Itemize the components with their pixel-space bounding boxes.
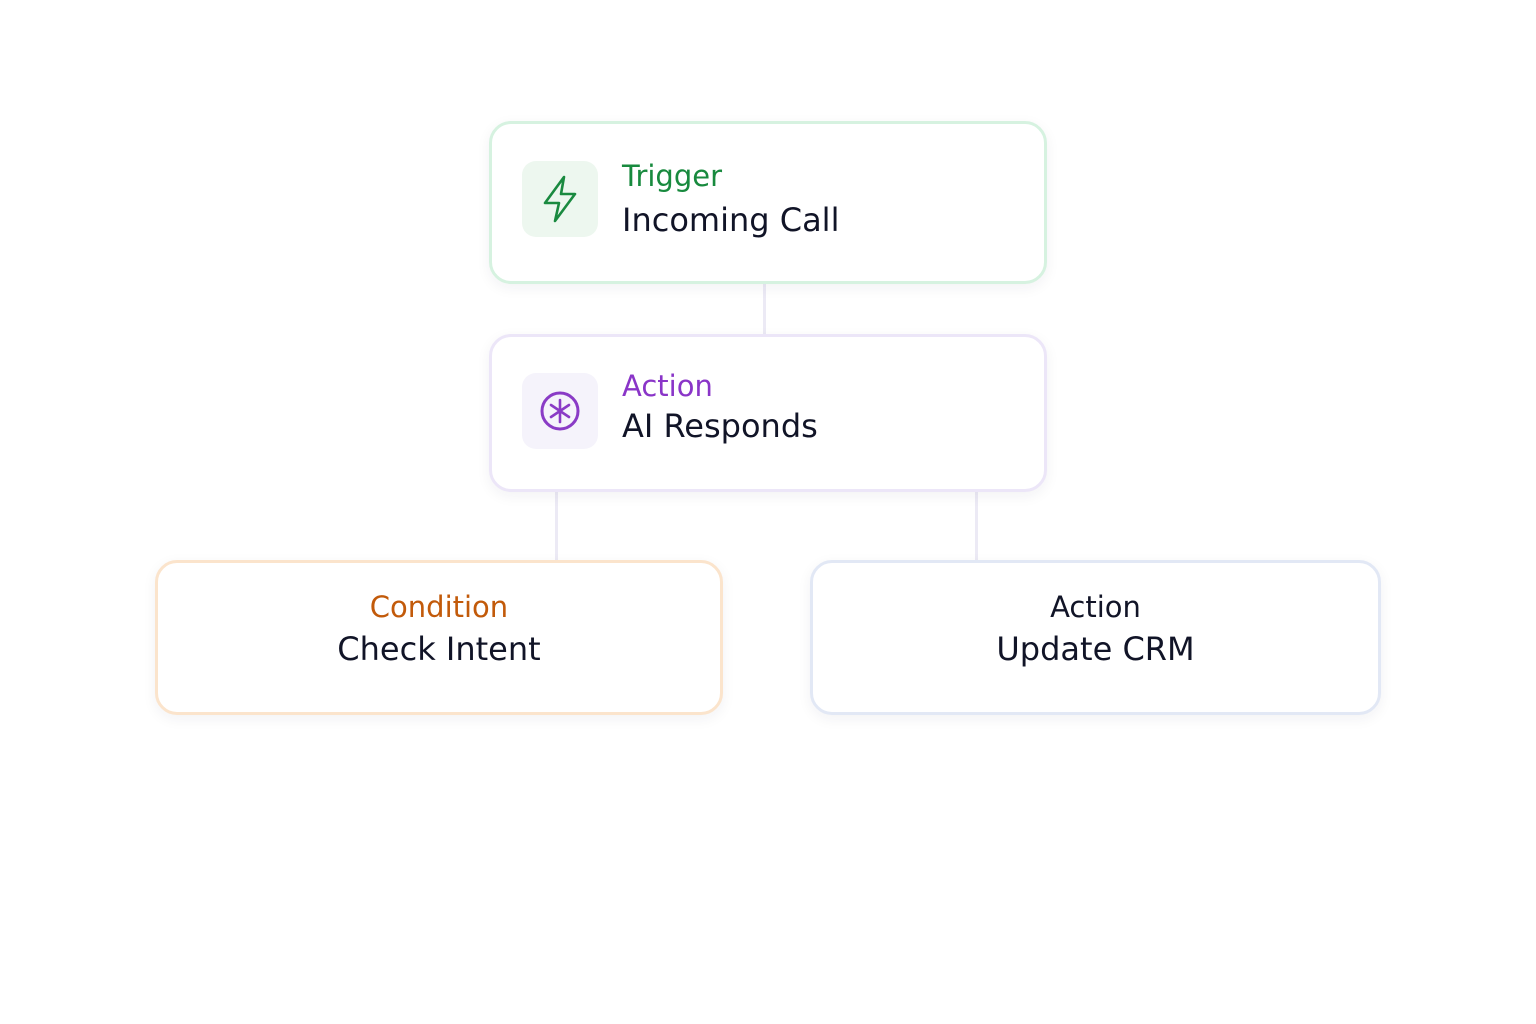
node-title: Update CRM (996, 630, 1195, 668)
node-kind-label: Action (1050, 590, 1141, 624)
trigger-node[interactable]: Trigger Incoming Call (489, 121, 1047, 284)
node-kind-label: Action (622, 369, 713, 403)
node-title: Incoming Call (622, 201, 840, 239)
edge-ai-to-condition (555, 492, 558, 560)
ai-asterisk-icon (540, 391, 580, 431)
edge-ai-to-crm (975, 492, 978, 560)
ai-icon-tile (522, 373, 598, 449)
trigger-icon-tile (522, 161, 598, 237)
node-kind-label: Condition (369, 590, 509, 624)
lightning-bolt-icon (543, 175, 577, 223)
node-title: AI Responds (622, 407, 818, 445)
crm-node-text: Action Update CRM (813, 589, 1378, 669)
ai-action-node[interactable]: Action AI Responds (489, 334, 1047, 492)
condition-node-text: Condition Check Intent (158, 589, 720, 669)
node-kind-label: Trigger (622, 159, 723, 193)
node-title: Check Intent (337, 630, 541, 668)
condition-node[interactable]: Condition Check Intent (155, 560, 723, 715)
edge-trigger-to-ai (763, 284, 766, 336)
ai-node-text: Action AI Responds (622, 368, 818, 446)
crm-action-node[interactable]: Action Update CRM (810, 560, 1381, 715)
trigger-node-text: Trigger Incoming Call (622, 158, 839, 240)
